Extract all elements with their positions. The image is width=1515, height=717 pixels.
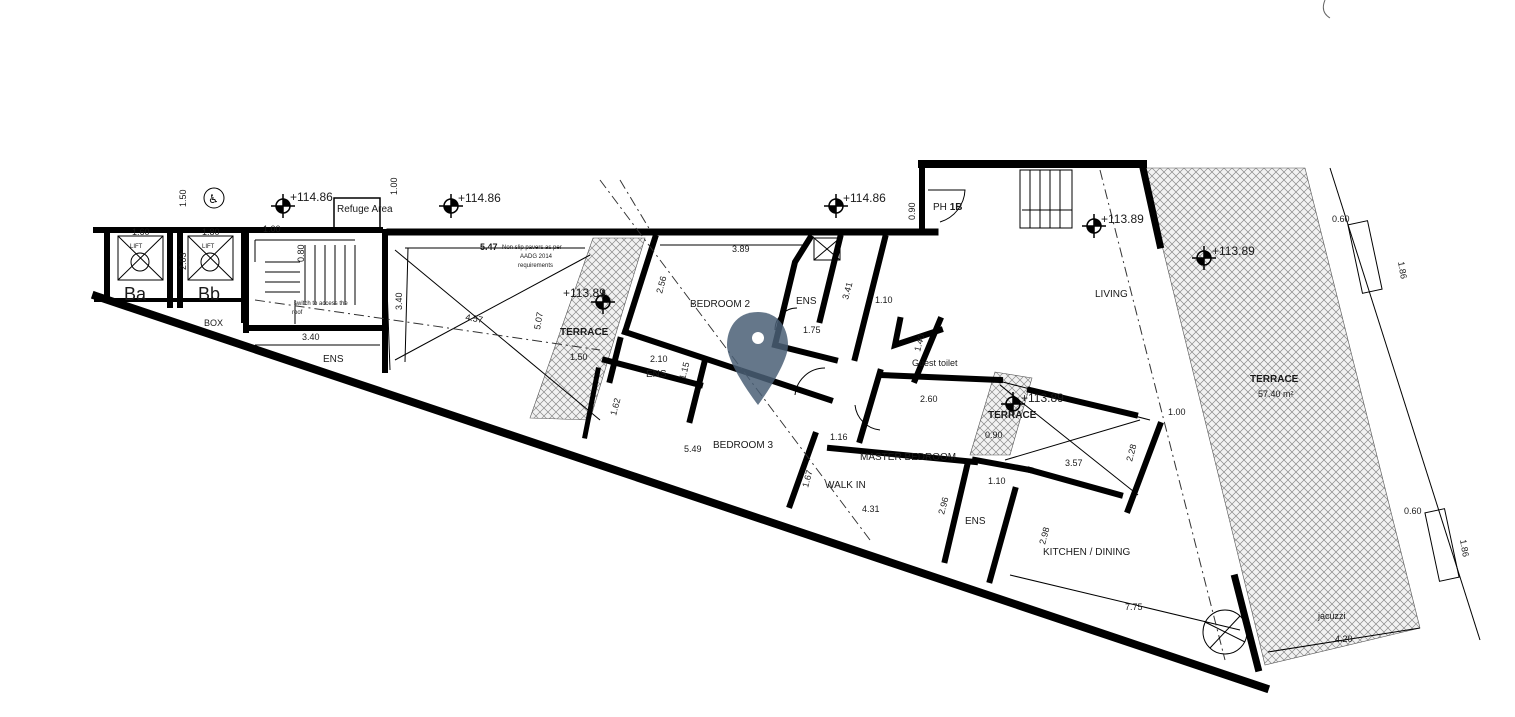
dimension-label: 1.80: [202, 227, 220, 237]
level-label: +113.89: [1021, 391, 1064, 405]
living-label: LIVING: [1095, 289, 1128, 300]
bedroom-3-label: BEDROOM 3: [713, 440, 773, 451]
dimension-label: 0.80: [296, 244, 306, 262]
details: [117, 0, 1481, 661]
dimension-label: 1.16: [830, 432, 848, 442]
dimension-label: 1.86: [1396, 261, 1409, 280]
interior-walls: [582, 233, 1164, 584]
level-label: +113.89: [563, 286, 606, 300]
kitchen-dining-label: KITCHEN / DINING: [1043, 547, 1130, 558]
dimension-label: 4.31: [862, 504, 880, 514]
lift-a-label: LIFT: [130, 244, 143, 250]
ens-bedroom2-label: ENS: [796, 296, 817, 307]
dimension-label: 2.56: [654, 275, 668, 295]
dimension-label: 1.10: [988, 476, 1006, 486]
dimension-label: 0.60: [1332, 214, 1350, 224]
dimension-label: 1.50: [570, 352, 588, 362]
dimension-label: 0.90: [985, 430, 1003, 440]
dimension-labels: 5.47 3.89 2.56 3.41 1.75 1.10 2.10 1.15 …: [132, 177, 1471, 644]
wheelchair-icon: [130, 252, 220, 272]
bay-a-label: Ba: [124, 284, 147, 304]
dimension-label: 1.15: [677, 361, 691, 381]
box-label: BOX: [204, 318, 223, 328]
dimension-label: 3.40: [302, 332, 320, 342]
dimension-label: 0.60: [1404, 506, 1422, 516]
ph-unit-label: PH 1B: [933, 202, 962, 213]
dimension-label: 7.75: [1125, 602, 1143, 612]
dimension-label: 2.28: [1124, 443, 1138, 463]
jacuzzi-label: jacuzzi: [1317, 611, 1346, 621]
dimension-label: 1.00: [263, 224, 281, 234]
dimension-label: 5.07: [532, 311, 545, 330]
dimension-label: 1.67: [800, 469, 814, 489]
dimension-label: 2.10: [650, 354, 668, 364]
terrace-main-label: TERRACE: [1250, 374, 1299, 385]
switch-note: switch to access the: [294, 301, 348, 307]
dimension-label: 1.60: [132, 227, 150, 237]
dimension-label: 1.00: [1168, 407, 1186, 417]
dimension-label: 2.98: [1037, 526, 1051, 546]
terrace-mid-hatch: [969, 371, 1033, 456]
lift-b-label: LIFT: [202, 244, 215, 250]
bay-b-label: Bb: [198, 284, 220, 304]
level-label: +114.86: [290, 190, 333, 204]
terrace-area-label: 57.40 m²: [1258, 389, 1294, 399]
dimension-label: 1.00: [389, 177, 399, 195]
level-label: +113.89: [1101, 212, 1144, 226]
dimension-label: 2.03: [178, 252, 188, 270]
paver-note: Non slip pavers as per: [502, 245, 562, 251]
switch-note-2: roof: [292, 310, 303, 316]
terrace-mid-label: TERRACE: [988, 410, 1037, 421]
bedroom-2-label: BEDROOM 2: [690, 299, 750, 310]
dimension-label: 4.57: [465, 312, 484, 325]
svg-text:♿: ♿: [208, 192, 219, 206]
paver-note-3: requirements: [518, 263, 553, 269]
dimension-label: 1.40: [912, 333, 926, 353]
dimension-label: 2.96: [936, 496, 950, 516]
guest-toilet-label: Guest toilet: [912, 358, 958, 368]
dimension-label: 3.89: [732, 244, 750, 254]
dimension-label: 5.49: [684, 444, 702, 454]
level-label: +113.89: [1212, 244, 1255, 258]
walk-in-label: WALK IN: [825, 480, 866, 491]
terrace-left-hatch: [529, 237, 646, 421]
ens-master-label: ENS: [965, 516, 986, 527]
dimension-label: 2.60: [920, 394, 938, 404]
dimension-label: 0.90: [907, 202, 917, 220]
dimension-label: 4.20: [1335, 634, 1353, 644]
dimension-label: 3.40: [394, 292, 404, 310]
wheelchair-icon: ♿: [203, 187, 225, 209]
terrace-left-label: TERRACE: [560, 327, 609, 338]
dimension-label: 1.10: [875, 295, 893, 305]
dimension-label: 3.41: [840, 281, 854, 301]
level-label: +114.86: [458, 191, 501, 205]
master-bedroom-label: MASTER BEDROOM: [860, 452, 956, 463]
dimension-label: 3.57: [1065, 458, 1083, 468]
ens-bedroom3-label: ENS: [646, 369, 667, 380]
map-pin-icon[interactable]: [727, 312, 788, 405]
refuge-area-label: Refuge Area: [337, 204, 393, 215]
dimension-label: 1.86: [1458, 539, 1471, 558]
exterior-walls: [90, 160, 1271, 694]
ens-left-label: ENS: [323, 354, 344, 365]
dimension-label: 5.47: [480, 242, 498, 252]
paver-note-2: AADG 2014: [520, 254, 553, 260]
dimension-label: 1.50: [178, 189, 188, 207]
level-label: +114.86: [843, 191, 886, 205]
dimension-label: 1.62: [608, 397, 622, 417]
dimension-label: 1.75: [803, 325, 821, 335]
